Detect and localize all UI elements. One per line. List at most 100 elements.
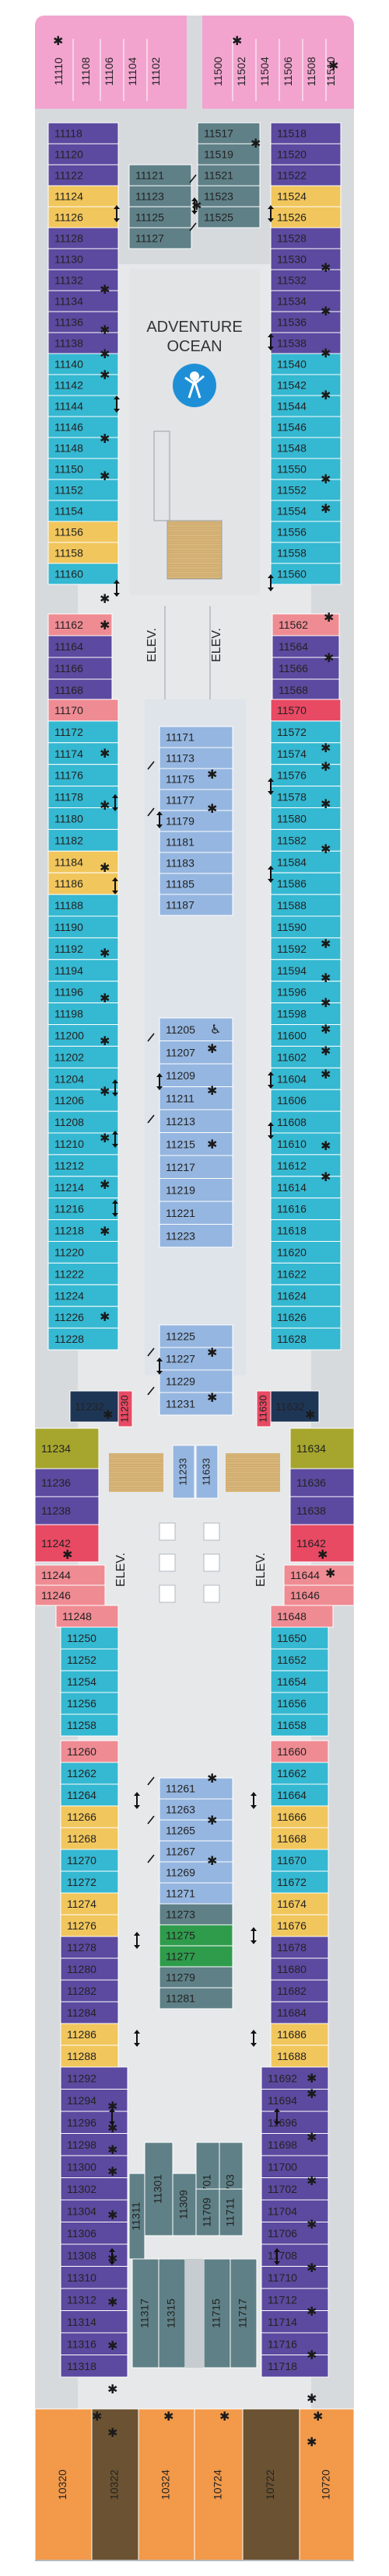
cabin-11524[interactable]: 11524 [270,185,342,207]
cabin-11312[interactable]: 11312 [60,2288,128,2311]
cabin-11224[interactable]: 11224 [47,1284,119,1307]
cabin-11602[interactable]: 11602 [270,1045,342,1068]
cabin-11200[interactable]: 11200 [47,1024,119,1047]
cabin-11209[interactable]: 11209 [159,1063,233,1087]
cabin-11592[interactable]: 11592 [270,937,342,960]
cabin-11106[interactable]: 11106 [103,39,124,101]
cabin-11261[interactable]: 11261 [159,1777,233,1800]
cabin-11142[interactable]: 11142 [47,374,119,396]
cabin-11102[interactable]: 11102 [149,57,162,85]
cabin-11211[interactable]: 11211 [159,1086,233,1110]
cabin-11616[interactable]: 11616 [270,1197,342,1221]
cabin-11692[interactable]: 11692 [261,2066,329,2090]
cabin-11152[interactable]: 11152 [47,479,119,501]
cabin-11275[interactable]: 11275 [159,1924,233,1947]
cabin-11170[interactable]: 11170 [47,699,119,722]
cabin-11288[interactable]: 11288 [60,2044,119,2068]
cabin-11144[interactable]: 11144 [47,395,119,417]
cabin-11676[interactable]: 11676 [270,1914,329,1937]
cabin-11194[interactable]: 11194 [47,959,119,982]
cabin-11120[interactable]: 11120 [47,143,119,166]
cabin-11538[interactable]: 11538 [270,332,342,354]
cabin-11192[interactable]: 11192 [47,937,119,960]
cabin-11269[interactable]: 11269 [159,1861,233,1884]
cabin-11714[interactable]: 11714 [261,2310,329,2334]
cabin-11126[interactable]: 11126 [47,206,119,228]
cabin-11600[interactable]: 11600 [270,1024,342,1047]
cabin-11626[interactable]: 11626 [270,1305,342,1329]
cabin-11154[interactable]: 11154 [47,500,119,522]
cabin-11226[interactable]: 11226 [47,1305,119,1329]
cabin-11267[interactable]: 11267 [159,1840,233,1863]
cabin-11584[interactable]: 11584 [270,850,342,873]
cabin-11128[interactable]: 11128 [47,227,119,249]
cabin-11698[interactable]: 11698 [261,2133,329,2156]
cabin-11700[interactable]: 11700 [261,2155,329,2178]
cabin-11138[interactable]: 11138 [47,332,119,354]
cabin-11546[interactable]: 11546 [270,416,342,438]
cabin-11286[interactable]: 11286 [60,2023,119,2046]
cabin-11610[interactable]: 11610 [270,1132,342,1156]
cabin-11656[interactable]: 11656 [270,1692,329,1715]
cabin-11314[interactable]: 11314 [60,2310,128,2334]
cabin-11238[interactable]: 11238 [34,1496,100,1525]
cabin-11590[interactable]: 11590 [270,915,342,939]
cabin-11594[interactable]: 11594 [270,959,342,982]
cabin-10724[interactable]: 10724 [194,2408,244,2561]
cabin-10722[interactable]: 10722 [242,2408,300,2561]
cabin-11709[interactable]: 11709 [195,2188,220,2236]
cabin-11225[interactable]: 11225 [159,1324,233,1348]
cabin-11636[interactable]: 11636 [289,1468,355,1497]
cabin-11272[interactable]: 11272 [60,1870,119,1894]
cabin-11222[interactable]: 11222 [47,1262,119,1285]
cabin-11233[interactable]: 11233 [172,1445,195,1499]
cabin-11213[interactable]: 11213 [159,1109,233,1133]
cabin-11580[interactable]: 11580 [270,807,342,830]
cabin-11234[interactable]: 11234 [34,1427,100,1469]
cabin-11510[interactable]: 11510 [324,57,337,86]
cabin-11570[interactable]: 11570 [270,699,342,722]
cabin-11292[interactable]: 11292 [60,2066,128,2090]
cabin-11622[interactable]: 11622 [270,1262,342,1285]
cabin-11628[interactable]: 11628 [270,1327,342,1351]
cabin-11588[interactable]: 11588 [270,894,342,917]
cabin-11658[interactable]: 11658 [270,1713,329,1737]
cabin-11718[interactable]: 11718 [261,2355,329,2378]
cabin-11248[interactable]: 11248 [55,1605,119,1628]
cabin-11662[interactable]: 11662 [270,1762,329,1785]
cabin-11309[interactable]: 11309 [172,2173,197,2236]
cabin-11278[interactable]: 11278 [60,1936,119,1959]
cabin-11680[interactable]: 11680 [270,1957,329,1981]
cabin-11208[interactable]: 11208 [47,1110,119,1134]
cabin-11646[interactable]: 11646 [283,1584,355,1606]
cabin-11556[interactable]: 11556 [270,521,342,543]
cabin-10324[interactable]: 10324 [138,2408,195,2561]
cabin-11171[interactable]: 11171 [159,726,233,748]
cabin-11177[interactable]: 11177 [159,789,233,811]
cabin-11183[interactable]: 11183 [159,852,233,874]
cabin-11162[interactable]: 11162 [47,613,113,636]
cabin-11273[interactable]: 11273 [159,1903,233,1926]
cabin-11521[interactable]: 11521 [197,164,261,186]
cabin-11578[interactable]: 11578 [270,786,342,808]
cabin-11576[interactable]: 11576 [270,764,342,787]
cabin-11682[interactable]: 11682 [270,1979,329,2003]
cabin-11124[interactable]: 11124 [47,185,119,207]
cabin-11130[interactable]: 11130 [47,248,119,270]
cabin-11670[interactable]: 11670 [270,1849,329,1872]
cabin-11185[interactable]: 11185 [159,873,233,895]
cabin-11644[interactable]: 11644 [283,1564,355,1586]
cabin-11574[interactable]: 11574 [270,742,342,765]
cabin-11216[interactable]: 11216 [47,1197,119,1221]
cabin-11506[interactable]: 11506 [282,39,303,101]
cabin-11220[interactable]: 11220 [47,1241,119,1264]
cabin-11166[interactable]: 11166 [47,657,113,680]
cabin-11271[interactable]: 11271 [159,1882,233,1905]
cabin-11660[interactable]: 11660 [270,1740,329,1763]
cabin-11525[interactable]: 11525 [197,206,261,228]
cabin-11634[interactable]: 11634 [289,1427,355,1469]
cabin-11586[interactable]: 11586 [270,872,342,895]
cabin-11246[interactable]: 11246 [34,1584,106,1606]
cabin-11711[interactable]: 11711 [219,2188,244,2236]
cabin-11522[interactable]: 11522 [270,164,342,186]
